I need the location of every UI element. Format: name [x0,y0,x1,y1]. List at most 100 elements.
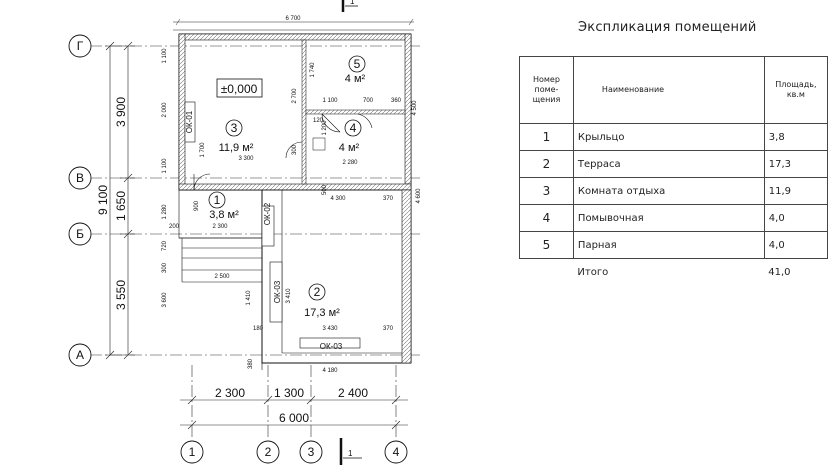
room-name-cell: Помывочная [572,204,765,232]
room-area-5: 4 м² [345,73,366,85]
dim-3410: 3 410 [286,288,292,304]
dim-4500: 4 500 [412,100,418,116]
dim-left-3550: 3 550 [114,280,128,310]
dim-380: 380 [248,358,254,369]
table-row: 1 Крыльцо 3,8 [519,123,828,151]
window-tag-ok03-side: ОК-03 [273,280,282,303]
dim-200: 200 [169,224,180,230]
total-label: Итого [573,258,765,285]
axis-label-2: 2 [265,445,272,459]
dim-bottom-1300: 1 300 [274,386,304,400]
dim-2280: 2 280 [342,160,358,166]
room-name-cell: Крыльцо [572,123,765,151]
dim-3600: 3 600 [162,292,168,308]
total-area: 41,0 [764,258,828,285]
room-area-cell: 3,8 [763,123,828,151]
dim-180: 180 [253,326,264,332]
table-row: 3 Комната отдыха 11,9 [519,177,828,205]
room-label-4: 4 4 м² [339,119,362,154]
dim-3430: 3 430 [322,326,338,332]
axis-col-markers: 1 2 3 4 [180,440,408,464]
dim-1700: 1 700 [200,142,206,158]
dim-4300: 4 300 [330,196,346,202]
room-area-cell: 4,0 [763,204,828,232]
window-tag-ok02: ОК-02 [263,202,272,225]
dim-1100-c: 1 100 [322,98,338,104]
dim-4180: 4 180 [322,368,338,374]
section-mark-bottom-label: 1 [348,449,353,458]
room-label-1: 1 3,8 м² [208,191,239,221]
room-number-cell: 4 [519,204,574,232]
room-number-cell: 2 [519,150,574,178]
explication-table: Номер поме-щения Наименование Площадь, к… [519,56,828,285]
floor-plan-drawing: Г В Б А 1 2 3 4 3 900 1 650 3 550 9 100 [68,0,422,465]
section-mark-top-label: 1 [350,0,355,6]
dim-bottom-total: 6 000 [279,411,309,425]
dim-left-3900: 3 900 [114,97,128,127]
dim-1280: 1 280 [162,204,168,220]
left-dimension-chain [105,41,135,360]
explication-title: Экспликация помещений [578,20,757,35]
table-row: 2 Терраса 17,3 [519,150,828,178]
dim-120: 120 [313,118,324,124]
axis-label-a: А [76,348,84,362]
dim-top-total: 6 700 [285,16,301,22]
axis-label-3: 3 [308,445,315,459]
window-tag-ok01: ОК-01 [185,110,194,133]
table-row: 5 Парная 4,0 [519,231,828,259]
dim-370-b: 370 [383,326,394,332]
axis-label-g: Г [77,39,84,53]
dim-1100-a: 1 100 [162,48,168,64]
dim-2300-b: 2 300 [212,224,228,230]
dim-720: 720 [162,240,168,251]
level-mark: ±0,000 [221,82,258,96]
level-mark-box [216,78,263,98]
dim-1740: 1 740 [310,62,316,78]
dim-1200: 1 200 [322,120,328,136]
dim-4600: 4 600 [416,188,422,204]
room-num-3: 3 [231,121,238,135]
dim-1100-b: 1 100 [162,158,168,174]
dim-bottom-2300: 2 300 [215,386,245,400]
room-num-2: 2 [314,285,321,299]
dim-700: 700 [363,98,374,104]
room-label-3: 3 11,9 м² [219,119,254,154]
room-label-5: 5 4 м² [345,55,366,85]
room-num-4: 4 [350,121,357,135]
axis-label-b: Б [76,227,84,241]
dim-2000: 2 000 [162,102,168,118]
axis-label-1: 1 [189,445,196,459]
dim-3300: 3 300 [238,156,254,162]
section-mark-bottom: 1 [339,438,362,465]
table-total-row: Итого 41,0 [519,258,828,285]
window-tag-ok03-bottom: ОК-03 [320,342,343,351]
dim-1410: 1 410 [246,290,252,306]
table-row: 4 Помывочная 4,0 [519,204,828,232]
room-number-cell: 1 [519,123,574,151]
room-area-3: 11,9 м² [219,142,254,154]
room-area-cell: 4,0 [763,231,828,259]
section-mark-top: 1 [341,0,358,12]
dim-300: 300 [162,262,168,273]
explication-header-row: Номер поме-щения Наименование Площадь, к… [519,56,828,124]
dim-left-1650: 1 650 [114,191,128,221]
dim-bottom-2400: 2 400 [338,386,368,400]
bottom-dimension-chain [180,395,408,430]
dim-2500: 2 500 [214,274,230,280]
small-dimensions: 1 100 2 000 1 100 1 280 720 300 3 600 3 … [162,48,422,374]
room-name-cell: Терраса [572,150,765,178]
dim-300-b: 300 [292,144,298,155]
room-area-4: 4 м² [339,142,360,154]
room-label-2: 2 17,3 м² [304,283,340,319]
dim-500: 500 [322,184,328,195]
header-room-name: Наименование [572,56,765,124]
building-walls [178,33,412,370]
header-room-number: Номер поме-щения [519,56,574,124]
room-name-cell: Парная [572,231,765,259]
room-number-cell: 5 [519,231,574,259]
dim-370-a: 370 [383,196,394,202]
dim-360: 360 [391,98,402,104]
header-room-area: Площадь, кв.м [763,56,828,124]
room-area-cell: 17,3 [763,150,828,178]
room-num-1: 1 [214,193,221,207]
